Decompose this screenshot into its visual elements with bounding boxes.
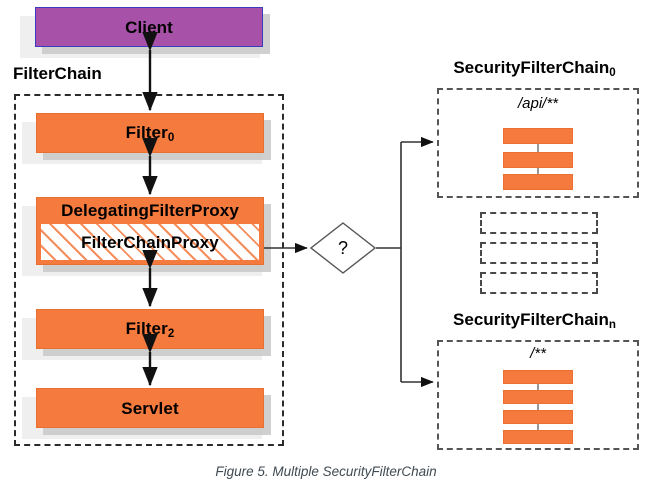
filter2-box[interactable]: Filter2 <box>36 309 264 349</box>
branch-bus <box>376 142 402 382</box>
chain-n-filter-bar[interactable] <box>503 410 573 424</box>
security-filter-chain-n-container <box>437 340 639 450</box>
chain-0-filter-bar[interactable] <box>503 174 573 190</box>
filter0-label: Filter0 <box>125 123 175 145</box>
chain-0-filter-bar[interactable] <box>503 152 573 168</box>
security-filter-chain-n-pattern: /** <box>530 345 546 362</box>
client-box[interactable]: Client <box>35 7 263 47</box>
delegating-filter-proxy-box[interactable]: DelegatingFilterProxy FilterChainProxy <box>36 197 264 265</box>
security-filter-chain-0-subscript: 0 <box>609 67 616 80</box>
filter0-box[interactable]: Filter0 <box>36 113 264 153</box>
servlet-box[interactable]: Servlet <box>36 388 264 428</box>
security-filter-chain-placeholder <box>480 242 598 264</box>
security-filter-chain-placeholder <box>480 212 598 234</box>
chain-n-filter-bar[interactable] <box>503 430 573 444</box>
servlet-label: Servlet <box>121 398 179 418</box>
figure-caption: Figure 5. Multiple SecurityFilterChain <box>215 464 437 479</box>
security-filter-chain-n-subscript: n <box>608 319 616 332</box>
client-label: Client <box>125 17 173 37</box>
chain-0-filter-bar[interactable] <box>503 128 573 144</box>
decision-diamond[interactable]: ? <box>309 222 377 274</box>
filter0-subscript: 0 <box>167 132 175 145</box>
filter2-label: Filter2 <box>125 319 175 341</box>
security-filter-chain-0-title: SecurityFilterChain0 <box>453 58 616 80</box>
security-filter-chain-0-pattern: /api/** <box>517 95 559 112</box>
chain-n-filter-bar[interactable] <box>503 370 573 384</box>
filter-chain-proxy-label: FilterChainProxy <box>81 232 219 252</box>
filter-chain-proxy-box[interactable]: FilterChainProxy <box>41 224 259 260</box>
chain-n-filter-bar[interactable] <box>503 390 573 404</box>
security-filter-chain-n-title: SecurityFilterChainn <box>453 310 616 332</box>
security-filter-chain-0-container <box>437 88 639 198</box>
delegating-filter-proxy-label: DelegatingFilterProxy <box>61 201 239 220</box>
chain-n-spine <box>537 372 539 436</box>
decision-label: ? <box>337 237 348 258</box>
filter2-subscript: 2 <box>167 328 175 341</box>
security-filter-chain-placeholder <box>480 272 598 294</box>
filterchain-group-label: FilterChain <box>13 64 102 83</box>
